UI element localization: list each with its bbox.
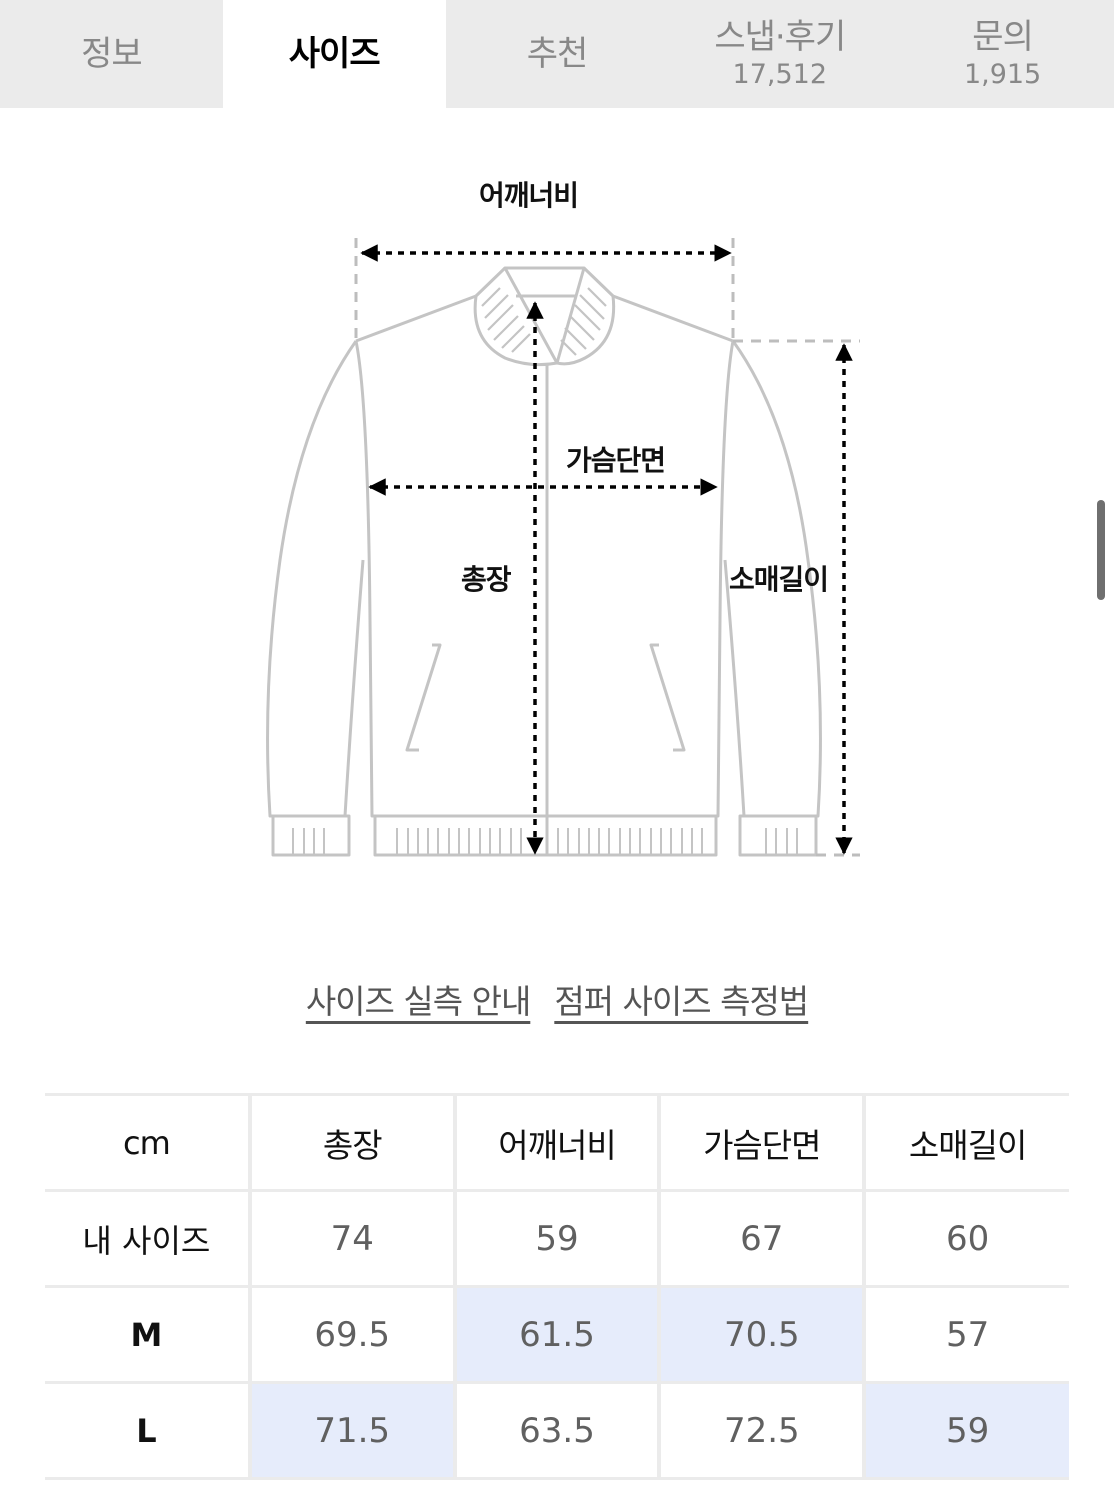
table-cell: 67 (657, 1189, 867, 1288)
total-length-label: 총장 (461, 563, 512, 596)
product-tab-bar: 정보 사이즈 추천 스냅·후기 17,512 문의 1,915 (0, 0, 1114, 108)
tab-size[interactable]: 사이즈 (222, 0, 446, 108)
table-row: L 71.5 63.5 72.5 59 (45, 1381, 1069, 1480)
column-header: 총장 (247, 1093, 457, 1192)
inquiry-count: 1,915 (963, 59, 1042, 90)
row-label: M (45, 1285, 252, 1384)
tab-info[interactable]: 정보 (0, 0, 223, 108)
size-table: cm 총장 어깨너비 가슴단면 소매길이 내 사이즈 74 59 67 60 M… (45, 1093, 1069, 1480)
tab-label: 문의 (972, 17, 1034, 57)
row-label: 내 사이즈 (45, 1189, 252, 1288)
table-cell: 72.5 (657, 1381, 867, 1480)
tab-label: 정보 (81, 34, 143, 74)
column-header: 소매길이 (862, 1093, 1069, 1192)
table-cell: 63.5 (452, 1381, 662, 1480)
table-cell-highlighted: 70.5 (657, 1285, 867, 1384)
tab-inquiry[interactable]: 문의 1,915 (891, 0, 1114, 108)
sleeve-length-label: 소매길이 (729, 563, 829, 596)
shoulder-width-label: 어깨너비 (479, 179, 579, 212)
tab-recommend[interactable]: 추천 (446, 0, 669, 108)
table-header-row: cm 총장 어깨너비 가슴단면 소매길이 (45, 1093, 1069, 1192)
table-cell: 69.5 (247, 1285, 457, 1384)
tab-label: 추천 (526, 34, 589, 74)
measure-method-link[interactable]: 점퍼 사이즈 측정법 (554, 982, 809, 1021)
table-row: 내 사이즈 74 59 67 60 (45, 1189, 1069, 1288)
table-cell: 74 (247, 1189, 457, 1288)
table-cell-highlighted: 59 (862, 1381, 1069, 1480)
table-cell: 60 (862, 1189, 1069, 1288)
tab-snap-review[interactable]: 스냅·후기 17,512 (668, 0, 891, 108)
review-count: 17,512 (732, 59, 828, 90)
table-cell: 59 (452, 1189, 662, 1288)
scrollbar-thumb[interactable] (1097, 500, 1105, 600)
size-guide-links: 사이즈 실측 안내 점퍼 사이즈 측정법 (0, 975, 1114, 1023)
table-row: M 69.5 61.5 70.5 57 (45, 1285, 1069, 1384)
unit-header: cm (45, 1093, 252, 1192)
table-cell-highlighted: 71.5 (247, 1381, 457, 1480)
chest-width-label: 가슴단면 (566, 444, 666, 477)
size-guide-link[interactable]: 사이즈 실측 안내 (305, 982, 531, 1021)
jacket-outline-icon (266, 238, 860, 857)
column-header: 어깨너비 (452, 1093, 662, 1192)
column-header: 가슴단면 (657, 1093, 867, 1192)
row-label: L (45, 1381, 252, 1480)
table-cell: 57 (862, 1285, 1069, 1384)
size-diagram: 어깨너비 가슴단면 총장 소매길이 (0, 108, 1114, 908)
tab-label: 사이즈 (288, 34, 381, 74)
table-cell-highlighted: 61.5 (452, 1285, 662, 1384)
tab-label: 스냅·후기 (714, 17, 846, 57)
